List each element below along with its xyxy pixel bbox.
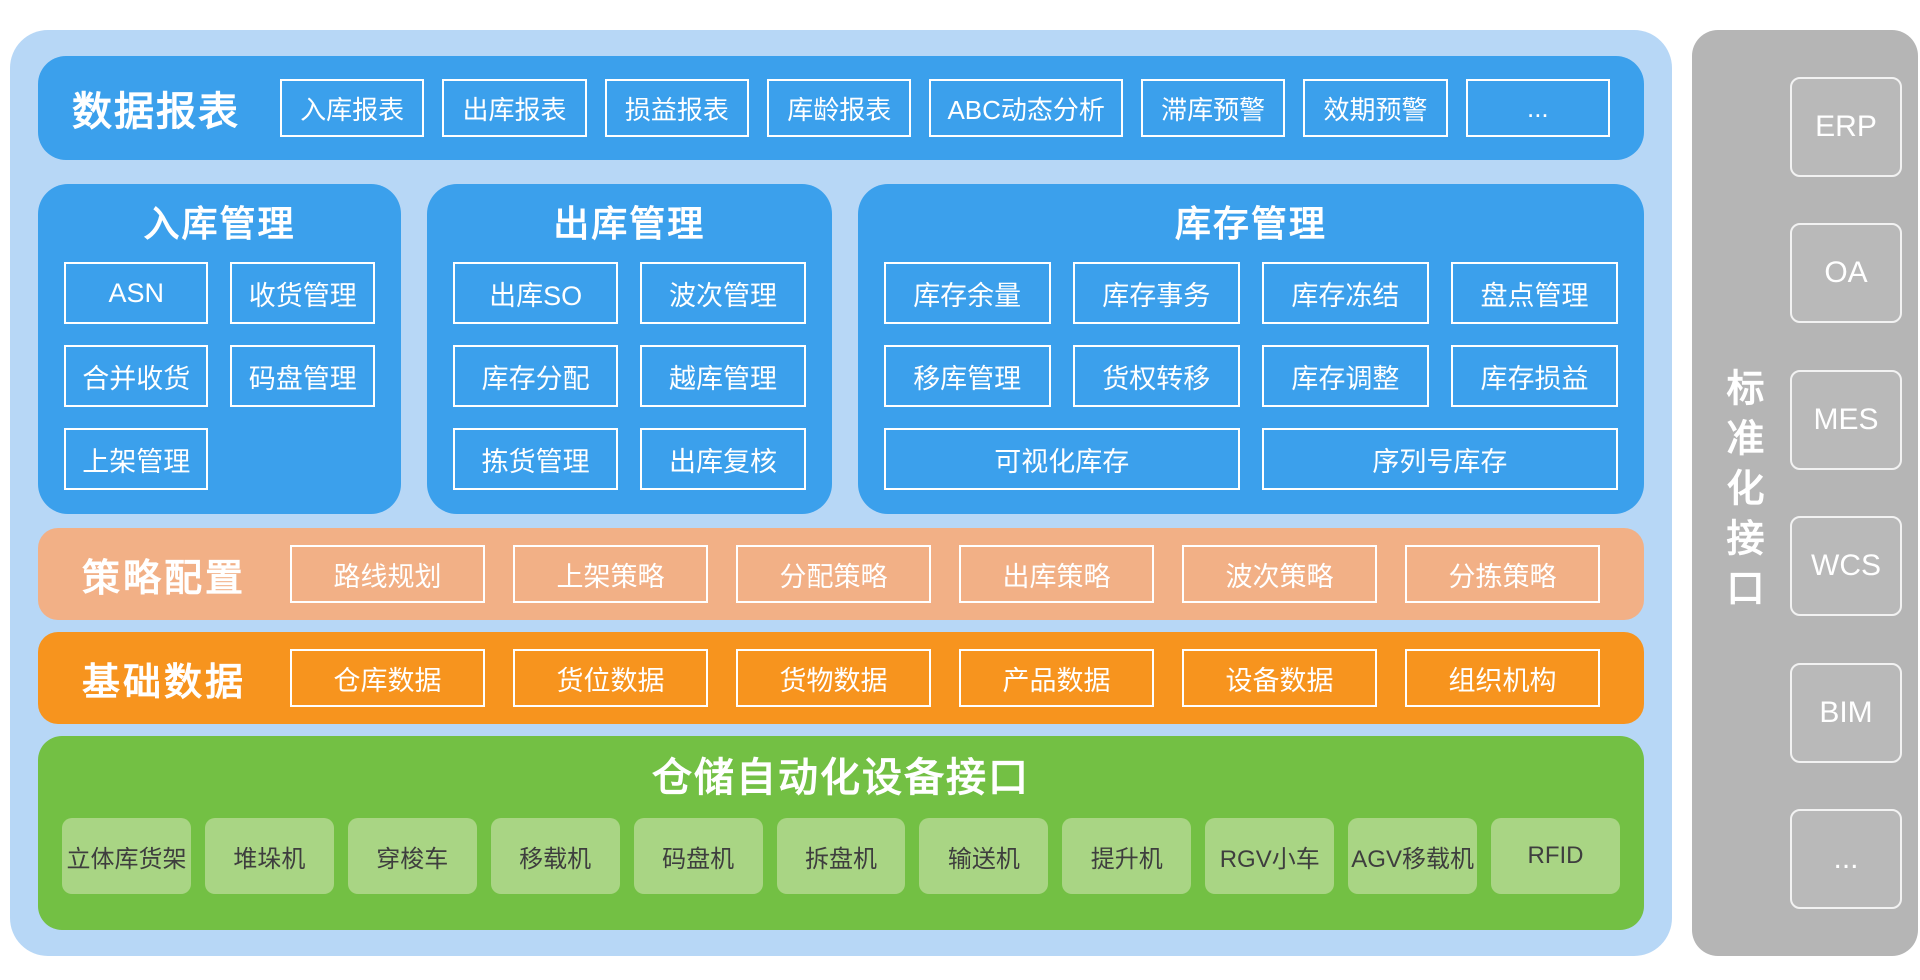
device-item: 提升机 [1062, 818, 1192, 894]
device-item: RGV小车 [1205, 818, 1335, 894]
inventory-item: 库存事务 [1072, 262, 1240, 324]
interface-item: ERP [1790, 76, 1902, 177]
inbound-item: 上架管理 [64, 428, 209, 490]
base-data-title: 基础数据 [82, 661, 247, 704]
panel-inbound: 入库管理 ASN 收货管理合并收货码盘管理上架管理 [38, 184, 401, 514]
strategy-config-title: 策略配置 [82, 557, 247, 600]
inbound-item: 码盘管理 [230, 345, 375, 407]
base-data-bar: 基础数据 仓库数据货位数据货物数据产品数据设备数据组织机构 [38, 632, 1644, 724]
report-item: ... [1465, 79, 1610, 137]
panel-outbound-items: 出库SO 波次管理库存分配越库管理拣货管理出库复核 [452, 262, 806, 494]
report-item: 出库报表 [442, 79, 587, 137]
device-item: 码盘机 [633, 818, 763, 894]
report-item: 滞库预警 [1140, 79, 1286, 137]
base-data-item: 货位数据 [513, 649, 709, 707]
interface-item: BIM [1790, 662, 1902, 763]
base-data-item: 组织机构 [1405, 649, 1601, 707]
data-report-items: 入库报表出库报表损益报表库龄报表 ABC动态分析滞库预警效期预警... [280, 79, 1610, 137]
panel-inventory-items: 库存余量库存事务库存冻结盘点管理移库管理货权转移库存调整库存损益可视化库存序列号… [883, 262, 1618, 494]
inventory-item: 序列号库存 [1261, 428, 1618, 490]
inventory-item: 库存冻结 [1261, 262, 1429, 324]
outbound-item: 拣货管理 [452, 428, 619, 490]
report-item: 入库报表 [280, 79, 425, 137]
inbound-item: 收货管理 [230, 262, 375, 324]
standard-interface-title: 标准化接口 [1720, 368, 1762, 618]
inventory-item: 可视化库存 [883, 428, 1240, 490]
device-item: 堆垛机 [204, 818, 334, 894]
base-data-item: 货物数据 [736, 649, 932, 707]
automation-device-title: 仓储自动化设备接口 [652, 756, 1030, 800]
inbound-item: 合并收货 [64, 345, 209, 407]
outbound-item: 波次管理 [640, 262, 806, 324]
device-item: 立体库货架 [62, 818, 191, 894]
report-item: 库龄报表 [767, 79, 912, 137]
report-item: ABC动态分析 [929, 79, 1123, 137]
panel-outbound: 出库管理 出库SO 波次管理库存分配越库管理拣货管理出库复核 [426, 184, 832, 514]
strategy-config-items: 路线规划上架策略分配策略出库策略波次策略分拣策略 [290, 545, 1601, 603]
inventory-item: 盘点管理 [1450, 262, 1618, 324]
panel-inbound-title: 入库管理 [143, 203, 296, 244]
base-data-item: 仓库数据 [290, 649, 486, 707]
panel-inventory: 库存管理 库存余量库存事务库存冻结盘点管理移库管理货权转移库存调整库存损益可视化… [857, 184, 1644, 514]
outbound-item: 库存分配 [452, 345, 619, 407]
strategy-item: 波次策略 [1182, 545, 1378, 603]
panel-inventory-title: 库存管理 [1174, 203, 1327, 244]
strategy-item: 路线规划 [290, 545, 486, 603]
interface-item: MES [1790, 369, 1902, 470]
inventory-item: 库存损益 [1450, 345, 1618, 407]
base-data-item: 设备数据 [1182, 649, 1378, 707]
inventory-item: 移库管理 [883, 345, 1051, 407]
base-data-item: 产品数据 [959, 649, 1155, 707]
strategy-item: 分拣策略 [1405, 545, 1601, 603]
inventory-item: 货权转移 [1072, 345, 1240, 407]
strategy-item: 上架策略 [513, 545, 709, 603]
panel-inbound-items: ASN 收货管理合并收货码盘管理上架管理 [64, 262, 375, 494]
data-report-title: 数据报表 [72, 90, 240, 134]
data-report-bar: 数据报表 入库报表出库报表损益报表库龄报表 ABC动态分析滞库预警效期预警... [38, 56, 1644, 160]
report-item: 损益报表 [604, 79, 750, 137]
inventory-item: 库存余量 [883, 262, 1051, 324]
strategy-config-bar: 策略配置 路线规划上架策略分配策略出库策略波次策略分拣策略 [38, 528, 1644, 620]
device-item: 拆盘机 [776, 818, 906, 894]
interface-item: OA [1790, 223, 1902, 324]
panel-outbound-title: 出库管理 [553, 203, 706, 244]
interface-item: ... [1790, 809, 1902, 910]
device-item: 移载机 [490, 818, 620, 894]
outbound-item: 越库管理 [640, 345, 806, 407]
strategy-item: 分配策略 [736, 545, 932, 603]
inventory-item: 库存调整 [1261, 345, 1429, 407]
inbound-item: ASN [64, 262, 209, 324]
standard-interface-sidebar: 标准化接口 ERP OA MES WCS BIM... [1692, 30, 1918, 956]
strategy-item: 出库策略 [959, 545, 1155, 603]
interface-item: WCS [1790, 516, 1902, 617]
outbound-item: 出库SO [452, 262, 619, 324]
report-item: 效期预警 [1303, 79, 1448, 137]
device-item: AGV移载机 [1348, 818, 1478, 894]
standard-interface-items: ERP OA MES WCS BIM... [1790, 30, 1902, 956]
device-item: 穿梭车 [347, 818, 477, 894]
base-data-items: 仓库数据货位数据货物数据产品数据设备数据组织机构 [290, 649, 1601, 707]
outbound-item: 出库复核 [640, 428, 806, 490]
device-item: 输送机 [919, 818, 1049, 894]
device-item: RFID [1491, 818, 1620, 894]
